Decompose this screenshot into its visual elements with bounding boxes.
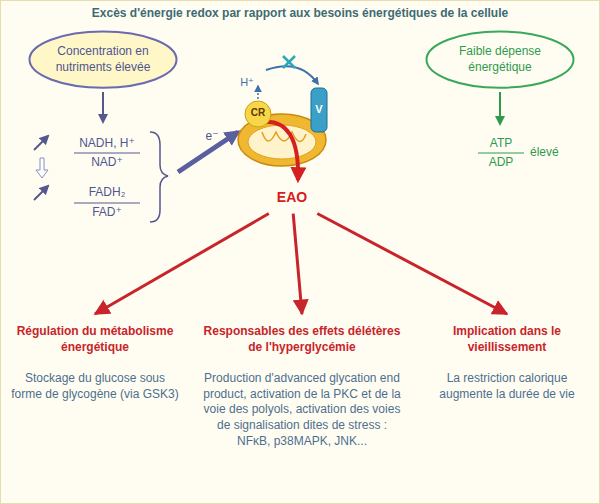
diagram-label: FADH₂ — [89, 186, 126, 199]
node-body: La restriction calorique augmente la dur… — [424, 371, 590, 402]
node-body: Stockage du glucose sous forme de glycog… — [10, 371, 180, 402]
block-cross — [283, 56, 295, 68]
diagram-label: e⁻ — [205, 130, 218, 143]
decrease-arrow — [36, 158, 48, 178]
node-heading: Concentration en nutriments élevée — [52, 44, 154, 75]
diagram-title: Excès d'énergie redox par rapport aux be… — [0, 6, 600, 20]
proton-arrow — [257, 86, 259, 99]
diagram-label: ATP — [490, 137, 512, 150]
cristae — [262, 132, 306, 142]
node-heading: Implication dans le vieillissement — [424, 324, 590, 355]
effect-arrow — [293, 214, 302, 314]
fraction-bar — [74, 153, 140, 154]
ellipse-node: Concentration en nutriments élevée — [28, 30, 178, 89]
atp-synthase — [311, 88, 327, 132]
ellipse-shape — [427, 32, 574, 88]
increase-arrow — [34, 136, 48, 150]
diagram-label: CR — [251, 107, 265, 118]
node-heading: Régulation du métabolisme énergétique — [10, 324, 180, 355]
mitochondrion-matrix — [248, 125, 316, 159]
diagram-label: FAD⁺ — [92, 206, 122, 219]
diagram-label: élevé — [530, 146, 559, 159]
ellipse-node: Faible dépense énergétique — [425, 30, 575, 89]
effect-box: Responsables des effets délétères de l'h… — [196, 322, 408, 451]
node-heading: Faible dépense énergétique — [449, 44, 551, 75]
increase-arrow — [34, 186, 48, 200]
effect-arrow — [95, 214, 269, 314]
respiratory-complex — [245, 101, 271, 127]
ellipse-shape — [30, 32, 177, 88]
brace — [150, 132, 168, 222]
ros-node: EAO — [268, 186, 316, 208]
effect-box: Régulation du métabolisme énergétiqueSto… — [6, 322, 184, 404]
node-body: Production d'advanced glycation end prod… — [200, 371, 404, 449]
block-cross — [283, 56, 295, 68]
diagram-label: NAD⁺ — [91, 156, 123, 169]
leader-arrow — [102, 92, 104, 122]
fraction-bar — [478, 153, 524, 154]
node-heading: Responsables des effets délétères de l'h… — [200, 324, 404, 355]
diagram-label: NADH, H⁺ — [79, 137, 135, 150]
node-heading: EAO — [270, 188, 314, 206]
leader-arrow — [499, 92, 501, 124]
ros-arrow — [262, 122, 298, 180]
diagram-label: V — [315, 103, 322, 115]
effect-arrow — [317, 214, 507, 314]
fraction-bar — [74, 203, 140, 204]
effect-box: Implication dans le vieillissement La res… — [420, 322, 594, 404]
diagram-label: H⁺ — [240, 76, 254, 88]
diagram-label: ADP — [489, 156, 514, 169]
proton-return-arrow — [266, 66, 318, 84]
